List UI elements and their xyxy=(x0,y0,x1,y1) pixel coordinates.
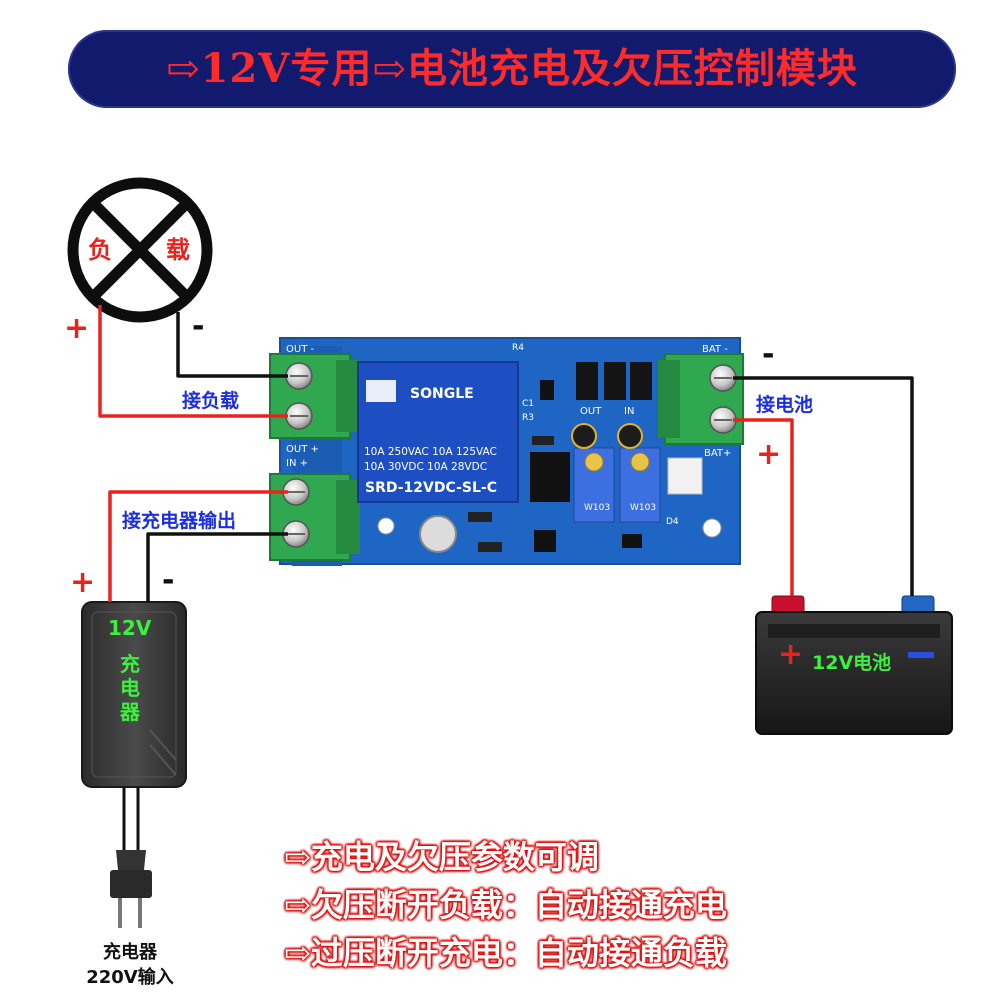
capacitor-2 xyxy=(617,423,643,449)
jst-connector xyxy=(667,457,703,495)
silk-out-minus: OUT - xyxy=(286,344,314,355)
capacitor-1 xyxy=(571,423,597,449)
wire-charger-plus xyxy=(108,490,288,602)
electrolytic-capacitor xyxy=(419,515,457,553)
control-board: SONGLE 10A 250VAC 10A 125VAC 10A 30VDC 1… xyxy=(269,337,744,566)
mosfet-3 xyxy=(630,362,652,400)
charger-plus-sign: + xyxy=(70,565,96,600)
silk-bat-plus: BAT+ xyxy=(704,448,731,459)
load-symbol xyxy=(67,177,213,323)
title-banner: ⇨12V专用⇨电池充电及欠压控制模块 xyxy=(68,30,956,108)
battery-minus-sign: - xyxy=(762,337,775,372)
relay-model: SRD-12VDC-SL-C xyxy=(365,480,497,496)
battery-plus-mark: + xyxy=(778,637,804,672)
silk-out-plus: OUT + xyxy=(286,444,319,455)
smd-part xyxy=(540,380,554,400)
silk-r3: R3 xyxy=(522,413,534,423)
mount-hole-2 xyxy=(702,518,722,538)
relay: SONGLE 10A 250VAC 10A 125VAC 10A 30VDC 1… xyxy=(357,361,519,503)
relay-brand: SONGLE xyxy=(410,386,474,402)
potentiometer-in xyxy=(619,447,661,523)
silk-c1: C1 xyxy=(522,399,534,409)
charger-name: 充电器 xyxy=(120,652,140,724)
silk-r4: R4 xyxy=(512,343,524,353)
silk-pot-in: IN xyxy=(624,406,634,417)
battery-terminal-block xyxy=(658,353,744,445)
charger-terminal-block xyxy=(269,473,360,561)
silk-d4: D4 xyxy=(666,517,679,527)
charger-unit xyxy=(81,601,187,788)
relay-spec-2: 10A 30VDC 10A 28VDC xyxy=(364,461,487,473)
load-plus-sign: + xyxy=(64,311,90,346)
wire-load-plus xyxy=(98,305,288,418)
silk-pot-value-2: W103 xyxy=(630,503,656,513)
load-minus-sign: - xyxy=(192,309,205,344)
potentiometer-out xyxy=(573,447,615,523)
plug-caption-line2: 220V输入 xyxy=(86,967,174,988)
wires xyxy=(98,305,914,602)
mosfet-2 xyxy=(604,362,626,400)
charger-minus-sign: - xyxy=(162,563,175,598)
battery-plus-sign: + xyxy=(756,437,782,472)
load-terminal-block xyxy=(269,353,360,439)
ic-chip xyxy=(530,452,570,502)
plug-caption-line1: 充电器 xyxy=(103,942,157,963)
mount-hole-1 xyxy=(377,517,395,535)
load-connect-label: 接负载 xyxy=(182,390,240,412)
battery-unit xyxy=(755,595,953,735)
feature-3: ⇨过压断开充电：自动接通负载 xyxy=(284,934,727,972)
charger-voltage: 12V xyxy=(108,616,152,640)
transistor-1 xyxy=(534,530,556,552)
battery-connect-label: 接电池 xyxy=(756,394,814,416)
silk-in-plus: IN + xyxy=(286,458,308,469)
plug-caption: 充电器 220V输入 xyxy=(60,940,200,990)
wire-load-minus xyxy=(176,312,288,378)
silk-pot-value-1: W103 xyxy=(584,503,610,513)
mosfet-1 xyxy=(576,362,598,400)
diode-2 xyxy=(478,542,502,552)
power-plug xyxy=(110,787,152,928)
page-title: ⇨12V专用⇨电池充电及欠压控制模块 xyxy=(166,45,858,92)
silk-bat-minus: BAT - xyxy=(702,344,728,355)
silk-pot-out: OUT xyxy=(580,406,602,417)
feature-2: ⇨欠压断开负载：自动接通充电 xyxy=(284,886,727,924)
transistor-2 xyxy=(622,534,642,548)
battery-label: 12V电池 xyxy=(812,652,892,674)
relay-spec-1: 10A 250VAC 10A 125VAC xyxy=(364,446,497,458)
wire-battery-plus xyxy=(733,418,794,596)
wire-charger-minus xyxy=(146,532,288,602)
load-char-right: 载 xyxy=(166,236,190,264)
feature-1: ⇨充电及欠压参数可调 xyxy=(284,838,599,876)
wire-battery-minus xyxy=(733,376,914,596)
load-char-left: 负 xyxy=(88,236,112,264)
charger-connect-label: 接充电器输出 xyxy=(122,510,237,532)
diode-3 xyxy=(532,436,554,445)
diode-1 xyxy=(468,512,492,522)
